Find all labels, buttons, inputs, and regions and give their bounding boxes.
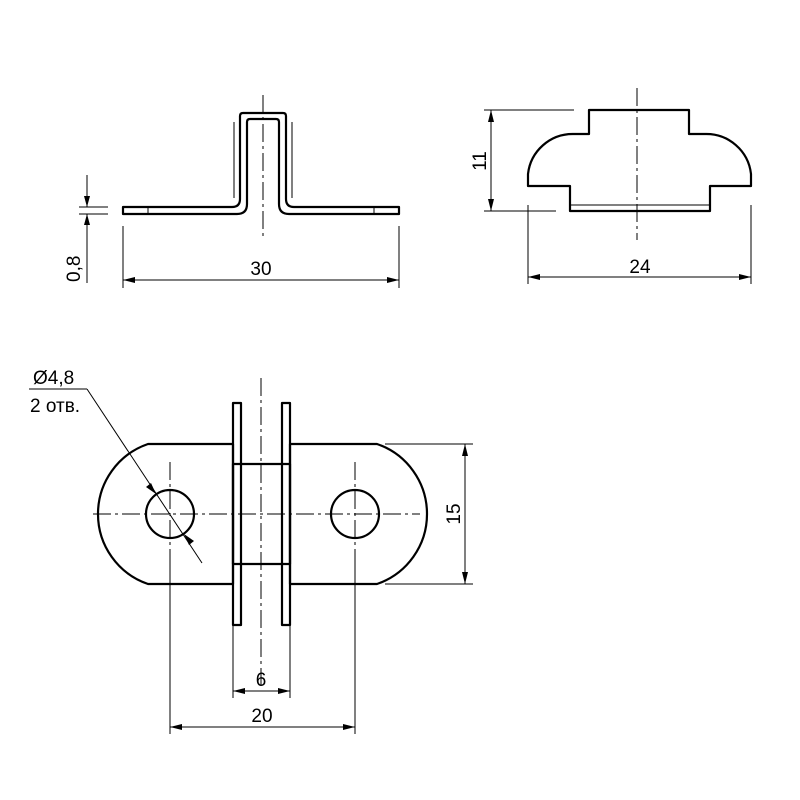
side-height-dimension: 11 [470, 109, 574, 212]
front-width-label: 30 [250, 259, 271, 280]
side-view: 11 24 [470, 88, 753, 284]
top-view: Ø4,8 2 отв. 15 6 20 [29, 368, 473, 734]
top-height-dimension: 15 [385, 443, 473, 585]
side-width-dimension: 24 [527, 205, 752, 284]
front-thickness-dimension: 0,8 [64, 175, 108, 283]
top-hole-spacing-label: 20 [251, 706, 272, 727]
top-inner-width-label: 6 [256, 670, 267, 691]
side-height-label: 11 [470, 151, 491, 171]
front-view-profile [121, 111, 401, 216]
top-inner-width-dimension: 6 [232, 625, 291, 698]
front-width-dimension: 30 [122, 226, 400, 288]
hole-count-label: 2 отв. [30, 396, 80, 417]
front-thickness-label: 0,8 [64, 256, 85, 282]
top-view-plate [96, 442, 235, 586]
hole-diameter-label: Ø4,8 [33, 368, 74, 389]
side-view-outline [526, 108, 753, 213]
side-width-label: 24 [629, 257, 651, 278]
front-view: 0,8 30 [64, 95, 401, 288]
hole-diameter-callout: Ø4,8 2 отв. [29, 368, 203, 564]
top-height-label: 15 [444, 503, 465, 524]
top-hole-spacing-dimension: 20 [169, 566, 356, 734]
